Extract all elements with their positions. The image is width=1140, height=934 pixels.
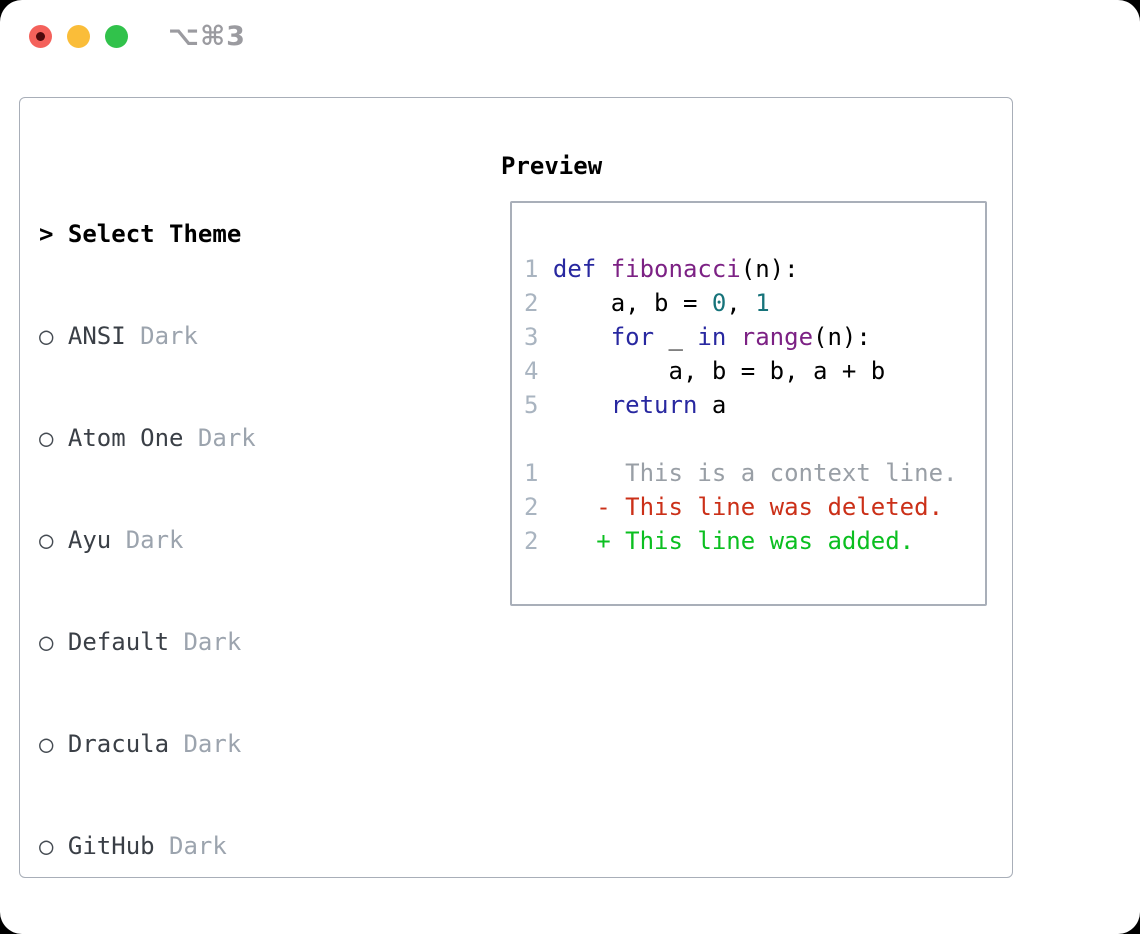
radio-icon: ○ [39, 526, 54, 554]
window-title: ⌥⌘3 [168, 21, 246, 52]
theme-variant-tag: Dark [183, 628, 242, 656]
theme-variant-tag: Dark [197, 424, 256, 452]
theme-name: Default [67, 628, 170, 656]
preview-pane: 1 def fibonacci(n): 2 a, b = 0, 1 3 for … [510, 201, 987, 606]
radio-icon: ○ [39, 628, 54, 656]
line-number: 5 [524, 391, 539, 419]
radio-icon: ○ [39, 322, 54, 350]
select-theme-title: Select Theme [67, 220, 242, 248]
theme-item-github-dark[interactable]: ○ GitHub Dark [39, 829, 444, 863]
diff-deleted-line: 2 - This line was deleted. [524, 493, 944, 521]
theme-name: GitHub [67, 832, 155, 860]
theme-item-atom-one-dark[interactable]: ○ Atom One Dark [39, 421, 444, 455]
diff-added-line: 2 + This line was added. [524, 527, 915, 555]
theme-variant-tag: Dark [125, 526, 184, 554]
diff-context-line: 1 This is a context line. [524, 459, 958, 487]
radio-icon: ○ [39, 424, 54, 452]
theme-item-dracula-dark[interactable]: ○ Dracula Dark [39, 727, 444, 761]
line-number: 2 [524, 289, 539, 317]
line-number: 3 [524, 323, 539, 351]
line-number: 2 [524, 493, 539, 521]
radio-icon: ○ [39, 832, 54, 860]
titlebar: ⌥⌘3 [0, 0, 1140, 70]
line-number: 4 [524, 357, 539, 385]
select-theme-header: > Select Theme [39, 217, 444, 251]
code-line: 3 for _ in range(n): [524, 323, 871, 351]
code-line: 4 a, b = b, a + b [524, 357, 886, 385]
theme-item-default-dark[interactable]: ○ Default Dark [39, 625, 444, 659]
code-line: 5 return a [524, 391, 727, 419]
line-number: 1 [524, 459, 539, 487]
radio-icon: ○ [39, 730, 54, 758]
cursor-icon: > [39, 220, 54, 248]
theme-variant-tag: Dark [183, 730, 242, 758]
theme-name: Dracula [67, 730, 170, 758]
theme-item-ansi-dark[interactable]: ○ ANSI Dark [39, 319, 444, 353]
minimize-button[interactable] [67, 25, 90, 48]
code-line: 1 def fibonacci(n): [524, 255, 799, 283]
theme-variant-tag: Dark [140, 322, 198, 350]
maximize-button[interactable] [105, 25, 128, 48]
line-number: 2 [524, 527, 539, 555]
theme-name: Ayu [67, 526, 112, 554]
code-preview: 1 def fibonacci(n): 2 a, b = 0, 1 3 for … [524, 252, 957, 558]
code-line: 2 a, b = 0, 1 [524, 289, 770, 317]
diff-preview: 1 This is a context line. 2 - This line … [524, 456, 957, 558]
line-number: 1 [524, 255, 539, 283]
close-dot-icon [36, 32, 45, 41]
theme-name: Atom One [67, 424, 184, 452]
theme-item-ayu-dark[interactable]: ○ Ayu Dark [39, 523, 444, 557]
theme-variant-tag: Dark [169, 832, 227, 860]
close-button[interactable] [29, 25, 52, 48]
preview-title: Preview [501, 152, 603, 180]
theme-name: ANSI [67, 322, 126, 350]
